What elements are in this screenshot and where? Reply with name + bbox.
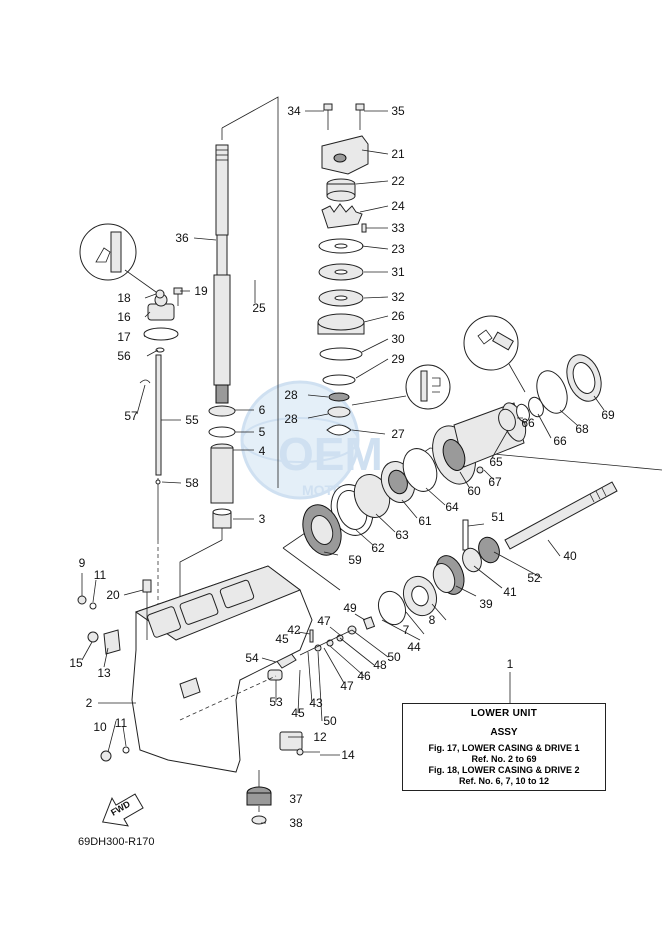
part-label-50a: 50 — [387, 650, 401, 664]
part-label-49: 49 — [343, 601, 357, 615]
part-label-60: 60 — [467, 484, 481, 498]
assembly-reference-note: LOWER UNIT ASSY Fig. 17, LOWER CASING & … — [402, 703, 606, 791]
part-label-31: 31 — [391, 265, 405, 279]
part-label-29: 29 — [391, 352, 405, 366]
part-label-69: 69 — [601, 408, 615, 422]
part-label-59: 59 — [348, 553, 362, 567]
part-label-43: 43 — [309, 696, 323, 710]
part-label-62: 62 — [371, 541, 385, 555]
drawing-code: 69DH300-R170 — [78, 836, 155, 848]
part-label-16: 16 — [117, 310, 131, 324]
part-label-1: 1 — [507, 657, 514, 671]
part-label-25: 25 — [252, 301, 266, 315]
part-label-39: 39 — [479, 597, 493, 611]
water-pump-assembly — [317, 103, 451, 436]
drive-shaft-assembly — [179, 96, 279, 640]
part-label-33: 33 — [391, 221, 405, 235]
part-label-40: 40 — [563, 549, 577, 563]
note-ref2-detail: Ref. No. 6, 7, 10 to 12 — [458, 776, 550, 786]
part-label-36: 36 — [175, 231, 189, 245]
part-label-46: 46 — [357, 669, 371, 683]
note-ref2-title: Fig. 18, LOWER CASING & DRIVE 2 — [428, 765, 580, 775]
part-label-65: 65 — [489, 455, 503, 469]
leader-lines — [81, 110, 605, 824]
note-title: LOWER UNIT — [470, 708, 538, 719]
part-label-22: 22 — [391, 174, 405, 188]
part-label-63: 63 — [395, 528, 409, 542]
part-label-67: 67 — [488, 475, 502, 489]
note-ref1-detail: Ref. No. 2 to 69 — [471, 754, 537, 764]
part-label-55: 55 — [185, 413, 199, 427]
part-label-27: 27 — [391, 427, 405, 441]
part-label-11: 11 — [94, 568, 107, 582]
watermark-brand: OEM — [278, 428, 383, 480]
part-label-13: 13 — [97, 666, 111, 680]
part-label-12: 12 — [313, 730, 327, 744]
part-label-42: 42 — [287, 623, 301, 637]
part-label-47a: 47 — [317, 614, 331, 628]
part-label-37: 37 — [289, 792, 303, 806]
part-label-64: 64 — [445, 500, 459, 514]
part-label-26: 26 — [391, 309, 405, 323]
part-label-66a: 66 — [521, 416, 535, 430]
part-label-44: 44 — [407, 640, 421, 654]
part-label-28a: 28 — [284, 388, 298, 402]
part-label-45b: 45 — [291, 706, 305, 720]
prop-shaft-housing-assembly — [282, 315, 662, 591]
part-label-38: 38 — [289, 816, 303, 830]
part-label-28b: 28 — [284, 412, 298, 426]
part-label-20: 20 — [106, 588, 120, 602]
part-number-labels: 1 2 3 4 5 6 7 8 9 10 11 11 12 13 14 15 1… — [69, 104, 615, 830]
part-label-19: 19 — [194, 284, 208, 298]
part-label-35: 35 — [391, 104, 405, 118]
part-label-41: 41 — [503, 585, 517, 599]
part-label-53: 53 — [269, 695, 283, 709]
part-label-14: 14 — [341, 748, 355, 762]
part-label-3: 3 — [259, 512, 266, 526]
part-label-23: 23 — [391, 242, 405, 256]
part-label-68: 68 — [575, 422, 589, 436]
part-label-24: 24 — [391, 199, 405, 213]
part-label-5: 5 — [259, 425, 266, 439]
note-subtitle: ASSY — [490, 727, 518, 738]
part-label-45a: 45 — [275, 632, 289, 646]
part-label-18: 18 — [117, 291, 131, 305]
fwd-arrow-icon: FWD — [101, 793, 144, 827]
part-label-30: 30 — [391, 332, 405, 346]
part-label-52: 52 — [527, 571, 541, 585]
note-ref1-title: Fig. 17, LOWER CASING & DRIVE 1 — [428, 743, 580, 753]
part-label-32: 32 — [391, 290, 405, 304]
prop-shaft-assembly — [267, 481, 618, 681]
part-label-57: 57 — [124, 409, 138, 423]
lower-casing — [77, 565, 320, 825]
part-label-34: 34 — [287, 104, 301, 118]
part-label-2: 2 — [86, 696, 93, 710]
part-label-51: 51 — [491, 510, 505, 524]
part-label-21: 21 — [391, 147, 405, 161]
part-label-8: 8 — [429, 613, 436, 627]
part-label-15: 15 — [69, 656, 83, 670]
part-label-61: 61 — [418, 514, 432, 528]
part-label-7: 7 — [403, 623, 410, 637]
part-label-17: 17 — [117, 330, 131, 344]
part-label-6: 6 — [259, 403, 266, 417]
part-label-48: 48 — [373, 658, 387, 672]
part-label-4: 4 — [259, 444, 266, 458]
part-label-56: 56 — [117, 349, 131, 363]
part-label-50b: 50 — [323, 714, 337, 728]
part-label-11b: 11 — [115, 716, 128, 730]
part-label-10: 10 — [93, 720, 107, 734]
part-label-58: 58 — [185, 476, 199, 490]
part-label-54: 54 — [245, 651, 259, 665]
part-label-9: 9 — [79, 556, 86, 570]
part-label-66b: 66 — [553, 434, 567, 448]
part-label-47b: 47 — [340, 679, 354, 693]
